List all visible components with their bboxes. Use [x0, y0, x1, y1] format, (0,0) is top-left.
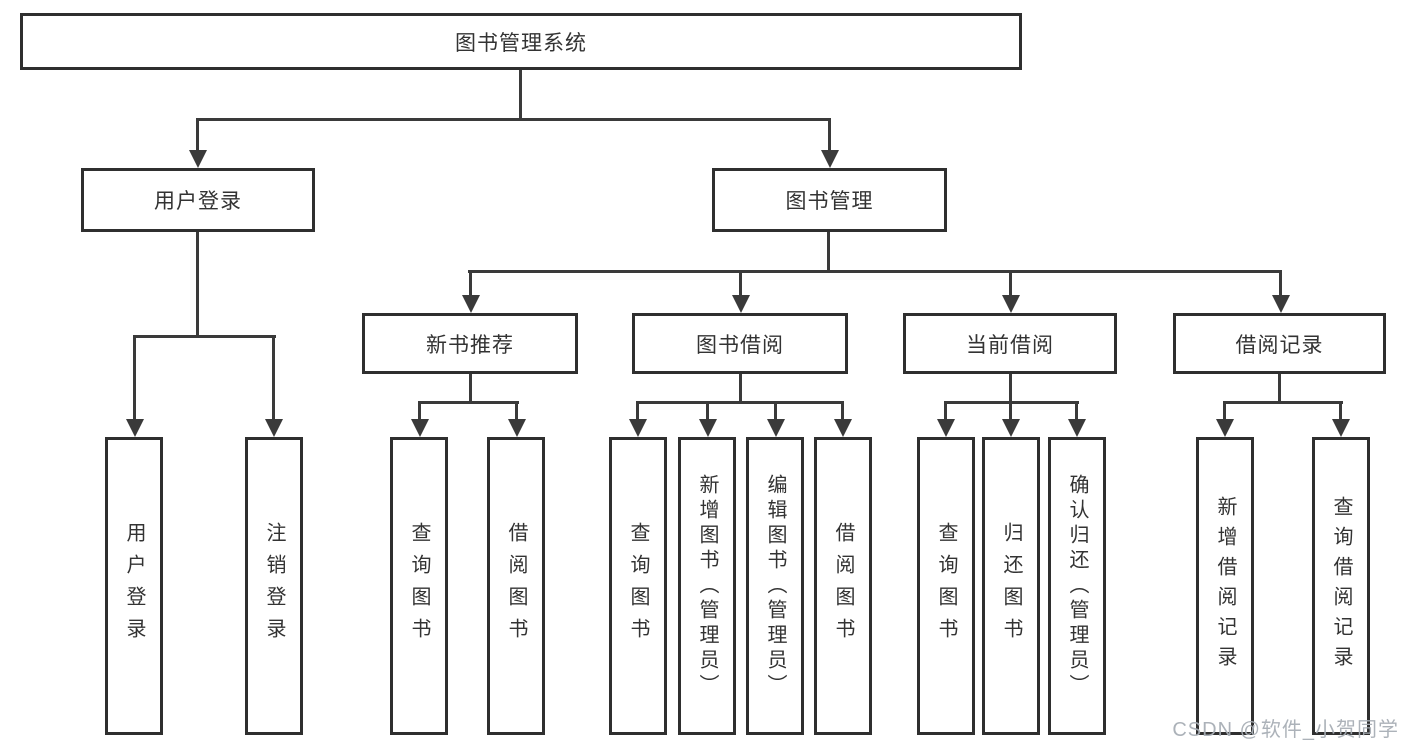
leaf-add-borrow-record: 新增借阅记录	[1196, 437, 1254, 735]
connector-arrow-confirm-return	[1075, 403, 1078, 419]
connector-book-mgmt-rail	[468, 270, 1282, 273]
connector-arrow-query-books-3	[944, 403, 947, 419]
connector-borrow-records-rail	[1223, 401, 1343, 404]
leaf-query-borrow-record: 查询借阅记录	[1312, 437, 1370, 735]
connector-arrow-leaf-logout	[272, 337, 275, 419]
connector-arrow-new-book	[469, 272, 472, 295]
connector-arrow-edit-book	[774, 403, 777, 419]
connector-borrow-records-stub	[1278, 374, 1281, 403]
leaf-borrow-books-borrow: 借阅图书	[814, 437, 872, 735]
node-borrow-records: 借阅记录	[1173, 313, 1386, 374]
connector-arrow-leaf-user-login	[133, 337, 136, 419]
connector-arrow-book-borrow	[739, 272, 742, 295]
connector-arrow-current-borrow	[1009, 272, 1012, 295]
connector-arrow-return-book	[1009, 403, 1012, 419]
connector-arrow-query-books-2	[636, 403, 639, 419]
node-user-login: 用户登录	[81, 168, 315, 232]
leaf-add-book-admin: 新增图书（管理员）	[678, 437, 736, 735]
connector-arrow-add-borrow-record	[1223, 403, 1226, 419]
connector-current-borrow-stub	[1009, 374, 1012, 403]
leaf-query-books-current: 查询图书	[917, 437, 975, 735]
connector-book-borrow-stub	[739, 374, 742, 403]
node-current-borrow: 当前借阅	[903, 313, 1117, 374]
leaf-query-books-recommend: 查询图书	[390, 437, 448, 735]
connector-new-book-stub	[469, 374, 472, 403]
connector-arrow-query-borrow-record	[1339, 403, 1342, 419]
leaf-user-login: 用户登录	[105, 437, 163, 735]
leaf-query-books-borrow: 查询图书	[609, 437, 667, 735]
connector-book-borrow-rail	[636, 401, 844, 404]
connector-new-book-rail	[418, 401, 519, 404]
leaf-edit-book-admin: 编辑图书（管理员）	[746, 437, 804, 735]
connector-arrow-borrow-books-1	[515, 403, 518, 419]
leaf-return-book: 归还图书	[982, 437, 1040, 735]
leaf-confirm-return-admin: 确认归还（管理员）	[1048, 437, 1106, 735]
node-new-book-recommend: 新书推荐	[362, 313, 578, 374]
connector-user-login-rail	[133, 335, 276, 338]
csdn-watermark: CSDN @软件_小贺同学	[1172, 719, 1399, 741]
leaf-logout-login: 注销登录	[245, 437, 303, 735]
connector-arrow-query-books-1	[418, 403, 421, 419]
connector-root-stub	[519, 70, 522, 120]
node-library-system: 图书管理系统	[20, 13, 1022, 70]
node-book-management: 图书管理	[712, 168, 947, 232]
connector-arrow-borrow-books-2	[841, 403, 844, 419]
connector-user-login-stub	[196, 232, 199, 337]
leaf-borrow-books-recommend: 借阅图书	[487, 437, 545, 735]
connector-arrow-user-login	[196, 120, 199, 150]
connector-arrow-borrow-records	[1279, 272, 1282, 295]
connector-arrow-add-book	[706, 403, 709, 419]
connector-root-rail	[196, 118, 831, 121]
connector-arrow-book-management	[828, 120, 831, 150]
node-book-borrow: 图书借阅	[632, 313, 848, 374]
connector-book-mgmt-stub	[827, 232, 830, 272]
